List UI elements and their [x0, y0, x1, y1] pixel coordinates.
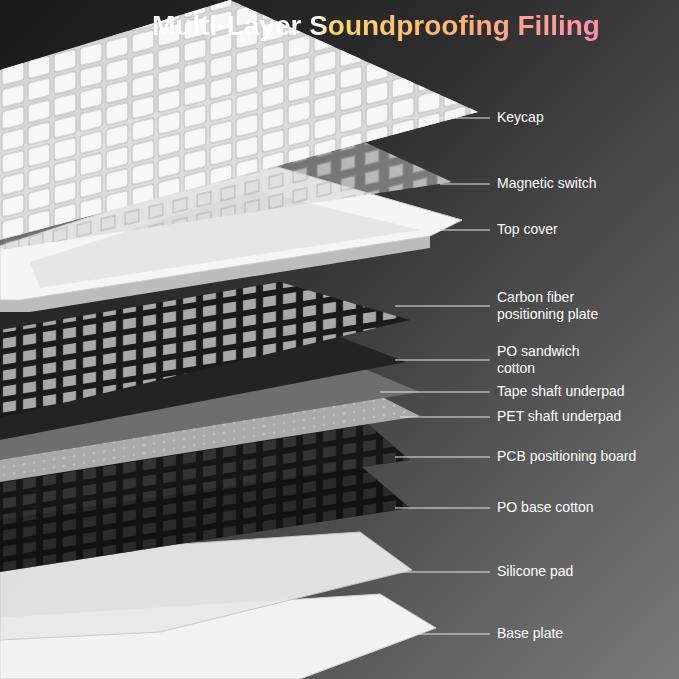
part-label: Carbon fiber positioning plate: [497, 289, 627, 323]
part-label: Top cover: [497, 221, 677, 238]
part-label: Magnetic switch: [497, 175, 677, 192]
part-label: PO base cotton: [497, 499, 677, 516]
part-label: Tape shaft underpad: [497, 383, 677, 400]
part-label: PO sandwich cotton: [497, 343, 607, 377]
part-label: PCB positioning board: [497, 448, 677, 465]
leader-lines: [380, 118, 490, 634]
part-label: Keycap: [497, 109, 677, 126]
part-label: Silicone pad: [497, 563, 677, 580]
part-label: Base plate: [497, 625, 677, 642]
part-label: PET shaft underpad: [497, 408, 677, 425]
title: Multi-Layer Soundproofing Filling: [152, 10, 600, 42]
